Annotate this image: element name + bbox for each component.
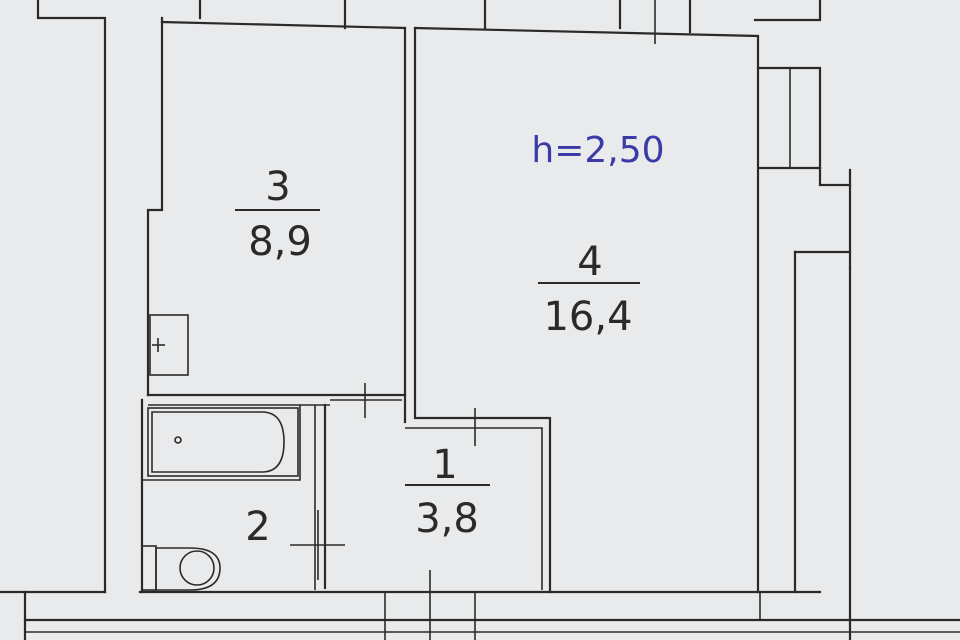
door-markers [290,383,476,640]
bathtub-icon [147,407,299,477]
interior-walls [140,16,760,594]
toilet-icon [141,545,221,591]
room-label-3: 3 8,9 [235,164,320,265]
room-number: 4 [577,239,602,285]
room-number: 3 [265,164,290,210]
sink-icon [149,314,189,376]
room-area: 3,8 [415,496,479,542]
ceiling-height-label: h=2,50 [531,130,664,171]
room-label-1: 1 3,8 [405,442,490,542]
room-label-2: 2 [245,504,270,550]
room-area: 8,9 [248,219,312,265]
room-number: 1 [432,442,457,488]
room-area: 16,4 [543,294,632,340]
room-label-4: 4 16,4 [538,239,640,340]
